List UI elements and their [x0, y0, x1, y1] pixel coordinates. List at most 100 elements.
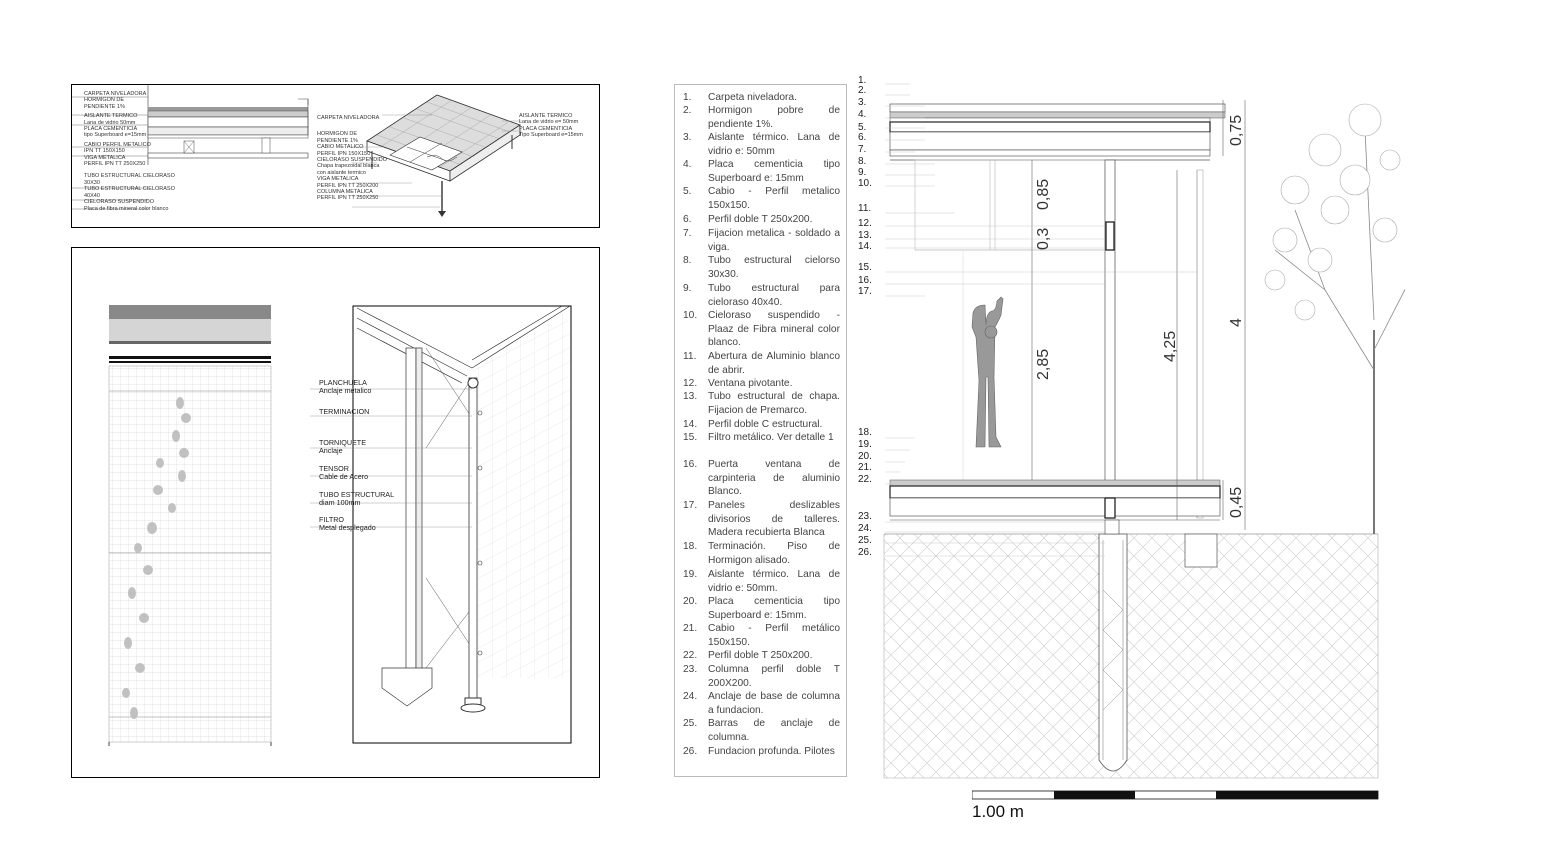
roof-label: CIELORASO SUSPENDIDO: [84, 199, 154, 206]
dimension-2-85: 2,85: [1035, 348, 1052, 380]
legend-text: Cabio - Perfil metálico 150x150.: [708, 623, 840, 648]
legend-item: 19. Aislante térmico. Lana de vidrio e: 5…: [683, 568, 840, 595]
legend-number: 25.: [683, 718, 698, 729]
section-callout-number: 24.: [858, 523, 872, 534]
section-callout-number: 17.: [858, 286, 872, 297]
iso-label: HORMIGON DE: [317, 131, 358, 138]
legend-text: Perfil doble T 250x200.: [708, 214, 813, 225]
legend-item: 5. Cabio - Perfil metalico 150x150.: [683, 185, 840, 212]
dimension-0-75: 0,75: [1228, 114, 1245, 146]
legend-number: 12.: [683, 378, 698, 389]
iso-label: CIELORASO SUSPENDIDO: [317, 157, 387, 164]
roof-label: Placa de fibra mineral color blanco: [84, 205, 169, 212]
legend-number: 19.: [683, 569, 698, 580]
roof-label: Lana de vidrio 50mm: [84, 119, 136, 126]
legend-text: Barras de anclaje de columna.: [708, 718, 840, 743]
legend-number: 26.: [683, 746, 698, 757]
roof-label: PERFIL IPN TT 250X250: [84, 161, 146, 168]
section-callout-number: 16.: [858, 275, 872, 286]
legend-number: 21.: [683, 623, 698, 634]
legend-text: Columna perfil doble T 200X200.: [708, 664, 840, 689]
section-callout-number: 1.: [858, 75, 867, 86]
legend-number: 16.: [683, 459, 698, 470]
legend-text: Perfil doble T 250x200.: [708, 650, 813, 661]
legend-text: Placa cementicia tipo Superboard e: 15mm…: [708, 596, 840, 621]
legend-item: 2.Hormigon pobre de pendiente 1%.: [683, 104, 840, 131]
legend-number: 24.: [683, 691, 698, 702]
legend-number: 6.: [683, 214, 692, 225]
roof-label: CARPETA NIVELADORA: [84, 91, 147, 97]
legend-text: Ventana pivotante.: [708, 378, 793, 389]
legend-text: Filtro metálico. Ver detalle 1: [708, 432, 834, 443]
iso-label: VIGA METALICA: [317, 176, 359, 183]
section-callout-number: 10.: [858, 178, 872, 189]
legend-text: Puerta ventana de carpinteria de alumini…: [708, 459, 840, 498]
section-callout-number: 4.: [858, 109, 867, 120]
iso-label: PERFIL IPN 150X150: [317, 150, 371, 157]
section-callout-number: 20.: [858, 451, 872, 462]
section-callout-number: 22.: [858, 474, 872, 485]
iso-label: PLACA CEMENTICIA: [519, 125, 573, 132]
legend-box: [674, 84, 847, 777]
legend-item: 24.Anclaje de base de columna a fundacio…: [683, 690, 840, 717]
legend-number: 7.: [683, 228, 692, 239]
section-callout-number: 5.: [858, 122, 867, 133]
iso-label: PENDIENTE 1%: [317, 137, 358, 144]
section-callout-number: 14.: [858, 241, 872, 252]
roof-label: AISLANTE TERMICO: [84, 113, 138, 120]
legend-item: 21. Cabio - Perfil metálico 150x150.: [683, 622, 840, 649]
legend-item: 17.Paneles deslizables divisorios de tal…: [683, 499, 840, 540]
section-callout-number: 2.: [858, 85, 867, 96]
roof-label: PLACA CEMENTICIA: [84, 126, 138, 133]
iso-label: CABIO METALICO: [317, 144, 364, 151]
section-callout-number: 21.: [858, 462, 872, 473]
legend-number: 17.: [683, 500, 698, 511]
legend-item: 12. Ventana pivotante.: [683, 377, 840, 391]
iso-label: PERFIL IPN TT 250X200: [317, 182, 379, 189]
legend-number: 18.: [683, 541, 698, 552]
legend-item: 15.Filtro metálico. Ver detalle 1: [683, 431, 840, 445]
legend-item: 9.Tubo estructural para cieloraso 40x40.: [683, 282, 840, 309]
iso-label: Lana de vidrio e= 50mm: [519, 119, 579, 126]
legend-item: 18. Terminación. Piso de Hormigon alisado…: [683, 540, 840, 567]
roof-label: HORMIGON DE: [84, 97, 125, 104]
legend-item: 25. Barras de anclaje de columna.: [683, 717, 840, 744]
iso-label: PERFIL IPN TT 250X250: [317, 195, 379, 202]
legend-item: 22.Perfil doble T 250x200.: [683, 649, 840, 663]
iso-left-labels: CARPETA NIVELADORA HORMIGON DE PENDIENTE…: [317, 115, 387, 202]
legend-text: Tubo estructural de chapa. Fijacion de P…: [708, 391, 840, 416]
roof-label: CABIO PERFIL METALICO: [84, 141, 151, 148]
legend-item: 11.Abertura de Aluminio blanco de abrir.: [683, 350, 840, 377]
roof-label: VIGA METALICA: [84, 154, 126, 161]
legend-number: 2.: [683, 105, 692, 116]
section-callout-number: 18.: [858, 427, 872, 438]
legend-text: Terminación. Piso de Hormigon alisado.: [708, 541, 840, 566]
roof-label: PENDIENTE 1%: [84, 103, 125, 110]
section-callout-number: 6.: [858, 132, 867, 143]
legend-text: Perfil doble C estructural.: [708, 419, 823, 430]
iso-label: Chapa trapezoidal blanca: [317, 163, 380, 170]
legend-number: 1.: [683, 92, 692, 103]
dimension-4: 4: [1228, 318, 1245, 327]
legend-text: Placa cementicia tipo Superboard e: 15mm: [708, 159, 840, 184]
legend-item: 1.Carpeta niveladora.: [683, 91, 840, 105]
legend-item: 20.Placa cementicia tipo Superboard e: 1…: [683, 595, 840, 622]
roof-label: TUBO ESTRUCTURAL CIELORASO: [84, 173, 175, 180]
section-callout-number: 12.: [858, 218, 872, 229]
section-callout-number: 19.: [858, 439, 872, 450]
roof-label: tipo Superboard e=15mm: [84, 132, 147, 139]
legend-text: Aislante térmico. Lana de vidrio e: 50mm…: [708, 569, 840, 594]
legend-text: Cabio - Perfil metalico 150x150.: [708, 186, 840, 211]
section-callout-number: 23.: [858, 511, 872, 522]
legend-number: 3.: [683, 132, 692, 143]
section-callout-number: 25.: [858, 535, 872, 546]
legend-number: 23.: [683, 664, 698, 675]
legend-item: 13.Tubo estructural de chapa. Fijacion d…: [683, 390, 840, 417]
legend-number: 5.: [683, 186, 692, 197]
legend-number: 14.: [683, 419, 698, 430]
section-callout-number: 9.: [858, 167, 867, 178]
legend-text: Aislante térmico. Lana de vidrio e: 50mm: [708, 132, 840, 157]
section-callout-number: 7.: [858, 144, 867, 155]
